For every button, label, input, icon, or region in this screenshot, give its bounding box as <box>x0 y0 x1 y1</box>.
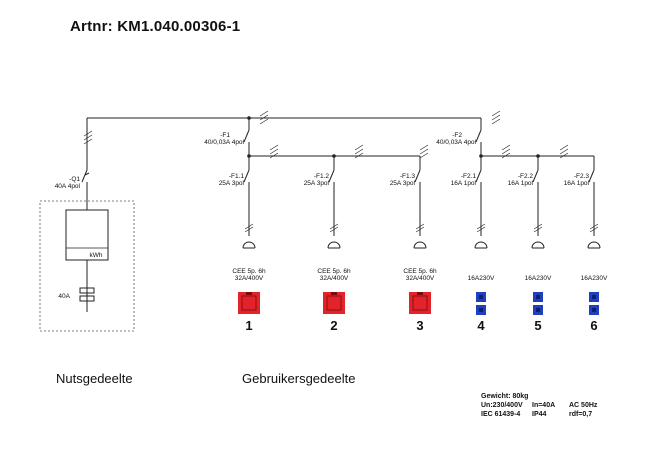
spec-ip: IP44 <box>532 411 547 418</box>
outlet-6-number: 6 <box>590 318 598 333</box>
outlet-6-voltage: 16A230V <box>580 275 608 282</box>
rcd-f1-name: -F1 <box>220 132 230 139</box>
breaker-1-rating: 25A 3pol <box>218 180 244 187</box>
outlet-3-type: CEE 5p. 6h <box>403 268 437 275</box>
spec-current: In=40A <box>532 402 556 409</box>
outlet-2-icon <box>323 292 345 314</box>
socket-symbols <box>242 241 601 249</box>
spec-rdf: rdf=0,7 <box>569 411 593 418</box>
outlet-icons <box>238 292 599 315</box>
breaker-5-rating: 16A 1pol <box>507 180 533 187</box>
q1-name: -Q1 <box>69 176 80 183</box>
meter-label: kWh <box>89 252 103 259</box>
outlet-5-number: 5 <box>534 318 542 333</box>
fuse-label: 40A <box>58 293 70 300</box>
outlet-1-number: 1 <box>245 318 253 333</box>
outlet-5-voltage: 16A230V <box>524 275 552 282</box>
breaker-2-rating: 25A 3pol <box>303 180 329 187</box>
outlet-2-voltage: 32A/400V <box>319 275 349 282</box>
breaker-4-name: -F2.1 <box>460 173 476 180</box>
breaker-6-rating: 16A 1pol <box>563 180 589 187</box>
q1-hatch <box>83 130 93 145</box>
rcd-f1-line <box>243 118 420 157</box>
outlet-6-icon <box>589 292 599 315</box>
outlet-3-voltage: 32A/400V <box>405 275 435 282</box>
breaker-5-name: -F2.2 <box>517 173 533 180</box>
outlet-4-voltage: 16A230V <box>467 275 495 282</box>
article-number: Artnr: KM1.040.00306-1 <box>70 18 241 35</box>
breaker-1-name: -F1.1 <box>228 173 244 180</box>
junction-dots <box>247 116 540 158</box>
outlet-4-icon <box>476 292 486 315</box>
breaker-hatches <box>244 110 599 233</box>
outlet-4-number: 4 <box>477 318 485 333</box>
utility-section-label: Nutsgedeelte <box>56 371 133 386</box>
main-feed-line <box>86 117 481 312</box>
outlet-5-icon <box>533 292 543 315</box>
rcd-f2-rating: 40/0,03A 4pol <box>436 139 476 146</box>
outlet-2-number: 2 <box>330 318 338 333</box>
outlet-2-type: CEE 5p. 6h <box>317 268 351 275</box>
branch-lines <box>243 156 595 236</box>
outlet-3-icon <box>409 292 431 314</box>
rcd-f1-rating: 40/0,03A 4pol <box>204 139 244 146</box>
breaker-3-name: -F1.3 <box>399 173 415 180</box>
q1-rating: 40A 4pol <box>54 183 80 190</box>
outlet-1-type: CEE 5p. 6h <box>232 268 266 275</box>
breaker-6-name: -F2.3 <box>573 173 589 180</box>
spec-frequency: AC 50Hz <box>569 402 598 409</box>
breaker-2-name: -F1.2 <box>313 173 329 180</box>
rcd-f2-name: -F2 <box>452 132 462 139</box>
outlet-1-voltage: 32A/400V <box>234 275 264 282</box>
breaker-3-rating: 25A 3pol <box>389 180 415 187</box>
rcd-f2-line <box>475 118 594 157</box>
spec-voltage: Un:230/400V <box>481 402 523 409</box>
breaker-4-rating: 16A 1pol <box>450 180 476 187</box>
main-fuse <box>79 283 95 306</box>
spec-standard: IEC 61439-4 <box>481 411 521 418</box>
outlet-3-number: 3 <box>416 318 424 333</box>
spec-weight: Gewicht: 80kg <box>481 393 529 400</box>
outlet-1-icon <box>238 292 260 314</box>
user-section-label: Gebruikersgedeelte <box>242 371 356 386</box>
main-switch-q1 <box>81 169 90 183</box>
